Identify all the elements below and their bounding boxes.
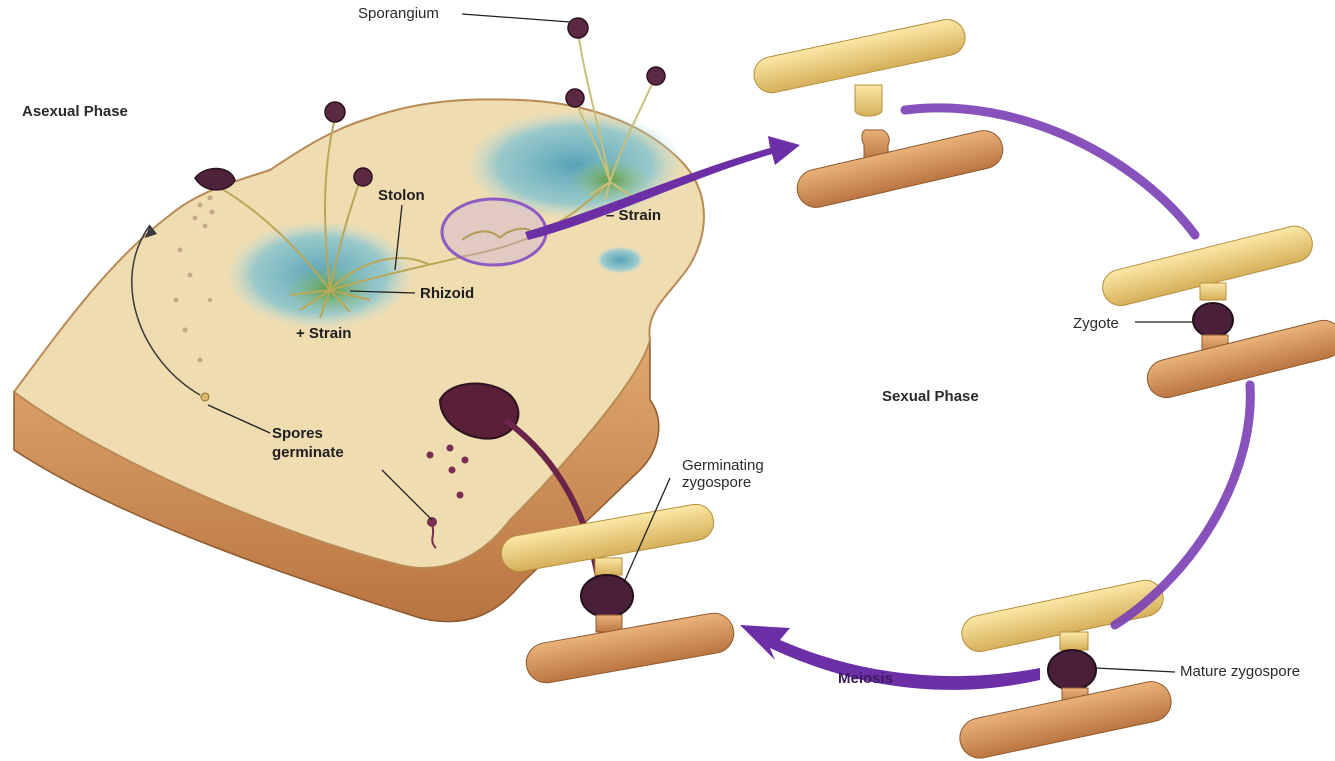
label-zygote: Zygote	[1073, 315, 1119, 332]
minus-strain-sporangia	[566, 18, 665, 107]
mold-patch-small	[595, 246, 645, 274]
label-mature-zygospore: Mature zygospore	[1180, 663, 1300, 680]
label-minus-strain: – Strain	[606, 207, 661, 224]
label-rhizoid: Rhizoid	[420, 285, 474, 302]
label-stolon: Stolon	[378, 187, 425, 204]
label-asexual-phase: Asexual Phase	[22, 103, 128, 120]
label-meiosis: Meiosis	[838, 670, 893, 687]
label-sexual-phase: Sexual Phase	[882, 388, 979, 405]
label-germinating-zygospore-line1: Germinating	[682, 457, 764, 474]
label-sporangium: Sporangium	[358, 5, 439, 22]
hyphae-zygote	[1099, 222, 1335, 401]
label-plus-strain: + Strain	[296, 325, 351, 342]
label-spores-germinate-line2: germinate	[272, 444, 344, 461]
label-germinating-zygospore-line2: zygospore	[682, 474, 751, 491]
label-spores-germinate-line1: Spores	[272, 425, 323, 442]
